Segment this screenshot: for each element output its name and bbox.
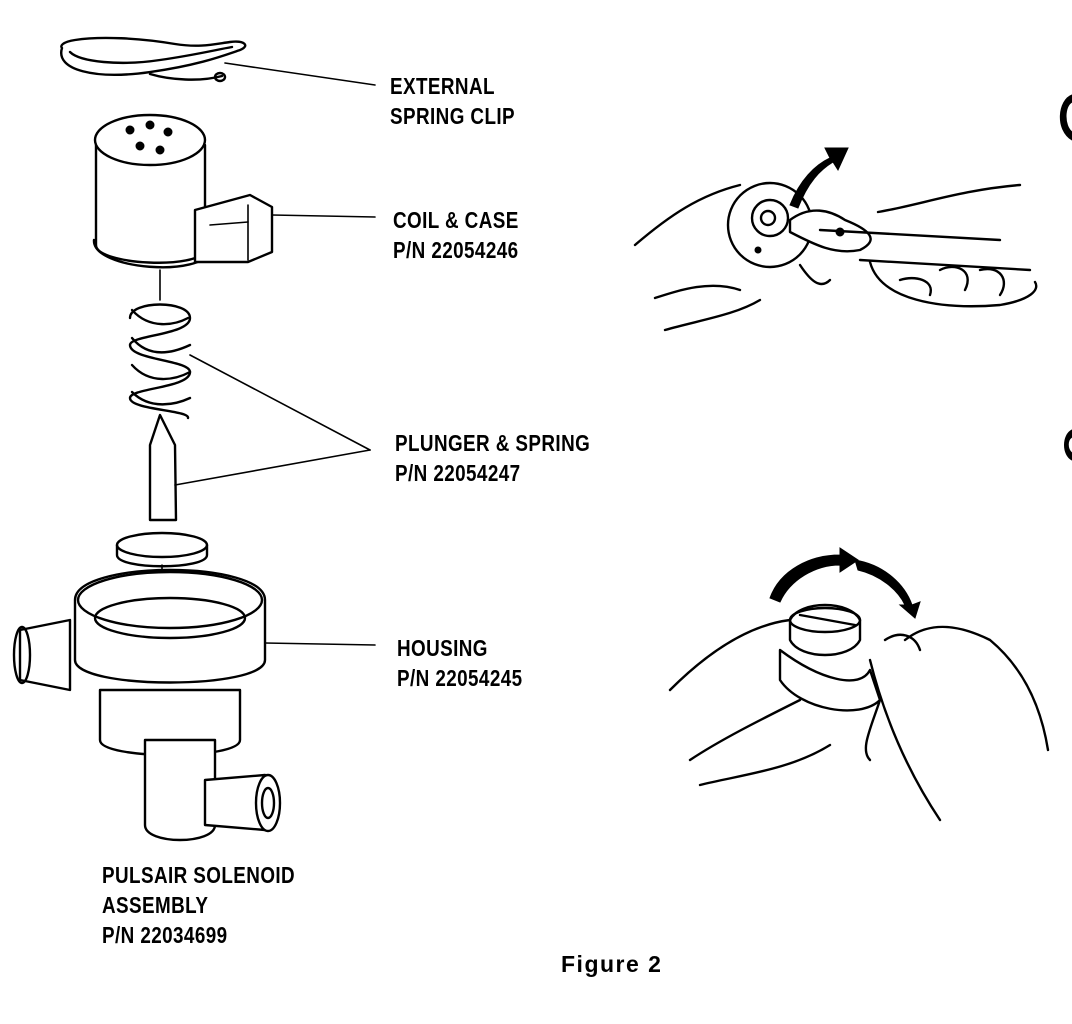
label-assembly: PULSAIR SOLENOID ASSEMBLY P/N 22034699 — [102, 860, 295, 950]
twist-removal-illustration — [668, 547, 1050, 822]
label-spring-clip-line2: SPRING CLIP — [390, 103, 516, 129]
label-housing: HOUSING P/N 22054245 — [397, 633, 523, 693]
pliers-removal-illustration — [633, 147, 1038, 332]
label-coil-case-line2: P/N 22054246 — [393, 237, 519, 263]
leader-lines — [174, 62, 376, 646]
label-housing-line1: HOUSING — [397, 635, 488, 661]
spring-clip-drawing — [60, 36, 247, 83]
coil-case-drawing — [92, 113, 274, 269]
label-spring-clip-line1: EXTERNAL — [390, 73, 495, 99]
plunger-drawing — [115, 413, 209, 641]
label-assembly-line2: ASSEMBLY — [102, 892, 209, 918]
spring-drawing — [128, 269, 192, 420]
label-plunger-spring: PLUNGER & SPRING P/N 22054247 — [395, 428, 590, 488]
label-coil-case-line1: COIL & CASE — [393, 207, 519, 233]
page-edge-marks — [1059, 94, 1072, 461]
housing-drawing — [12, 568, 282, 842]
label-assembly-line1: PULSAIR SOLENOID — [102, 862, 296, 888]
label-coil-case: COIL & CASE P/N 22054246 — [393, 205, 519, 265]
label-spring-clip: EXTERNAL SPRING CLIP — [390, 71, 515, 131]
label-assembly-line3: P/N 22034699 — [102, 922, 228, 948]
label-housing-line2: P/N 22054245 — [397, 665, 523, 691]
label-plunger-spring-line2: P/N 22054247 — [395, 460, 521, 486]
figure-caption: Figure 2 — [561, 951, 663, 977]
label-plunger-spring-line1: PLUNGER & SPRING — [395, 430, 591, 456]
